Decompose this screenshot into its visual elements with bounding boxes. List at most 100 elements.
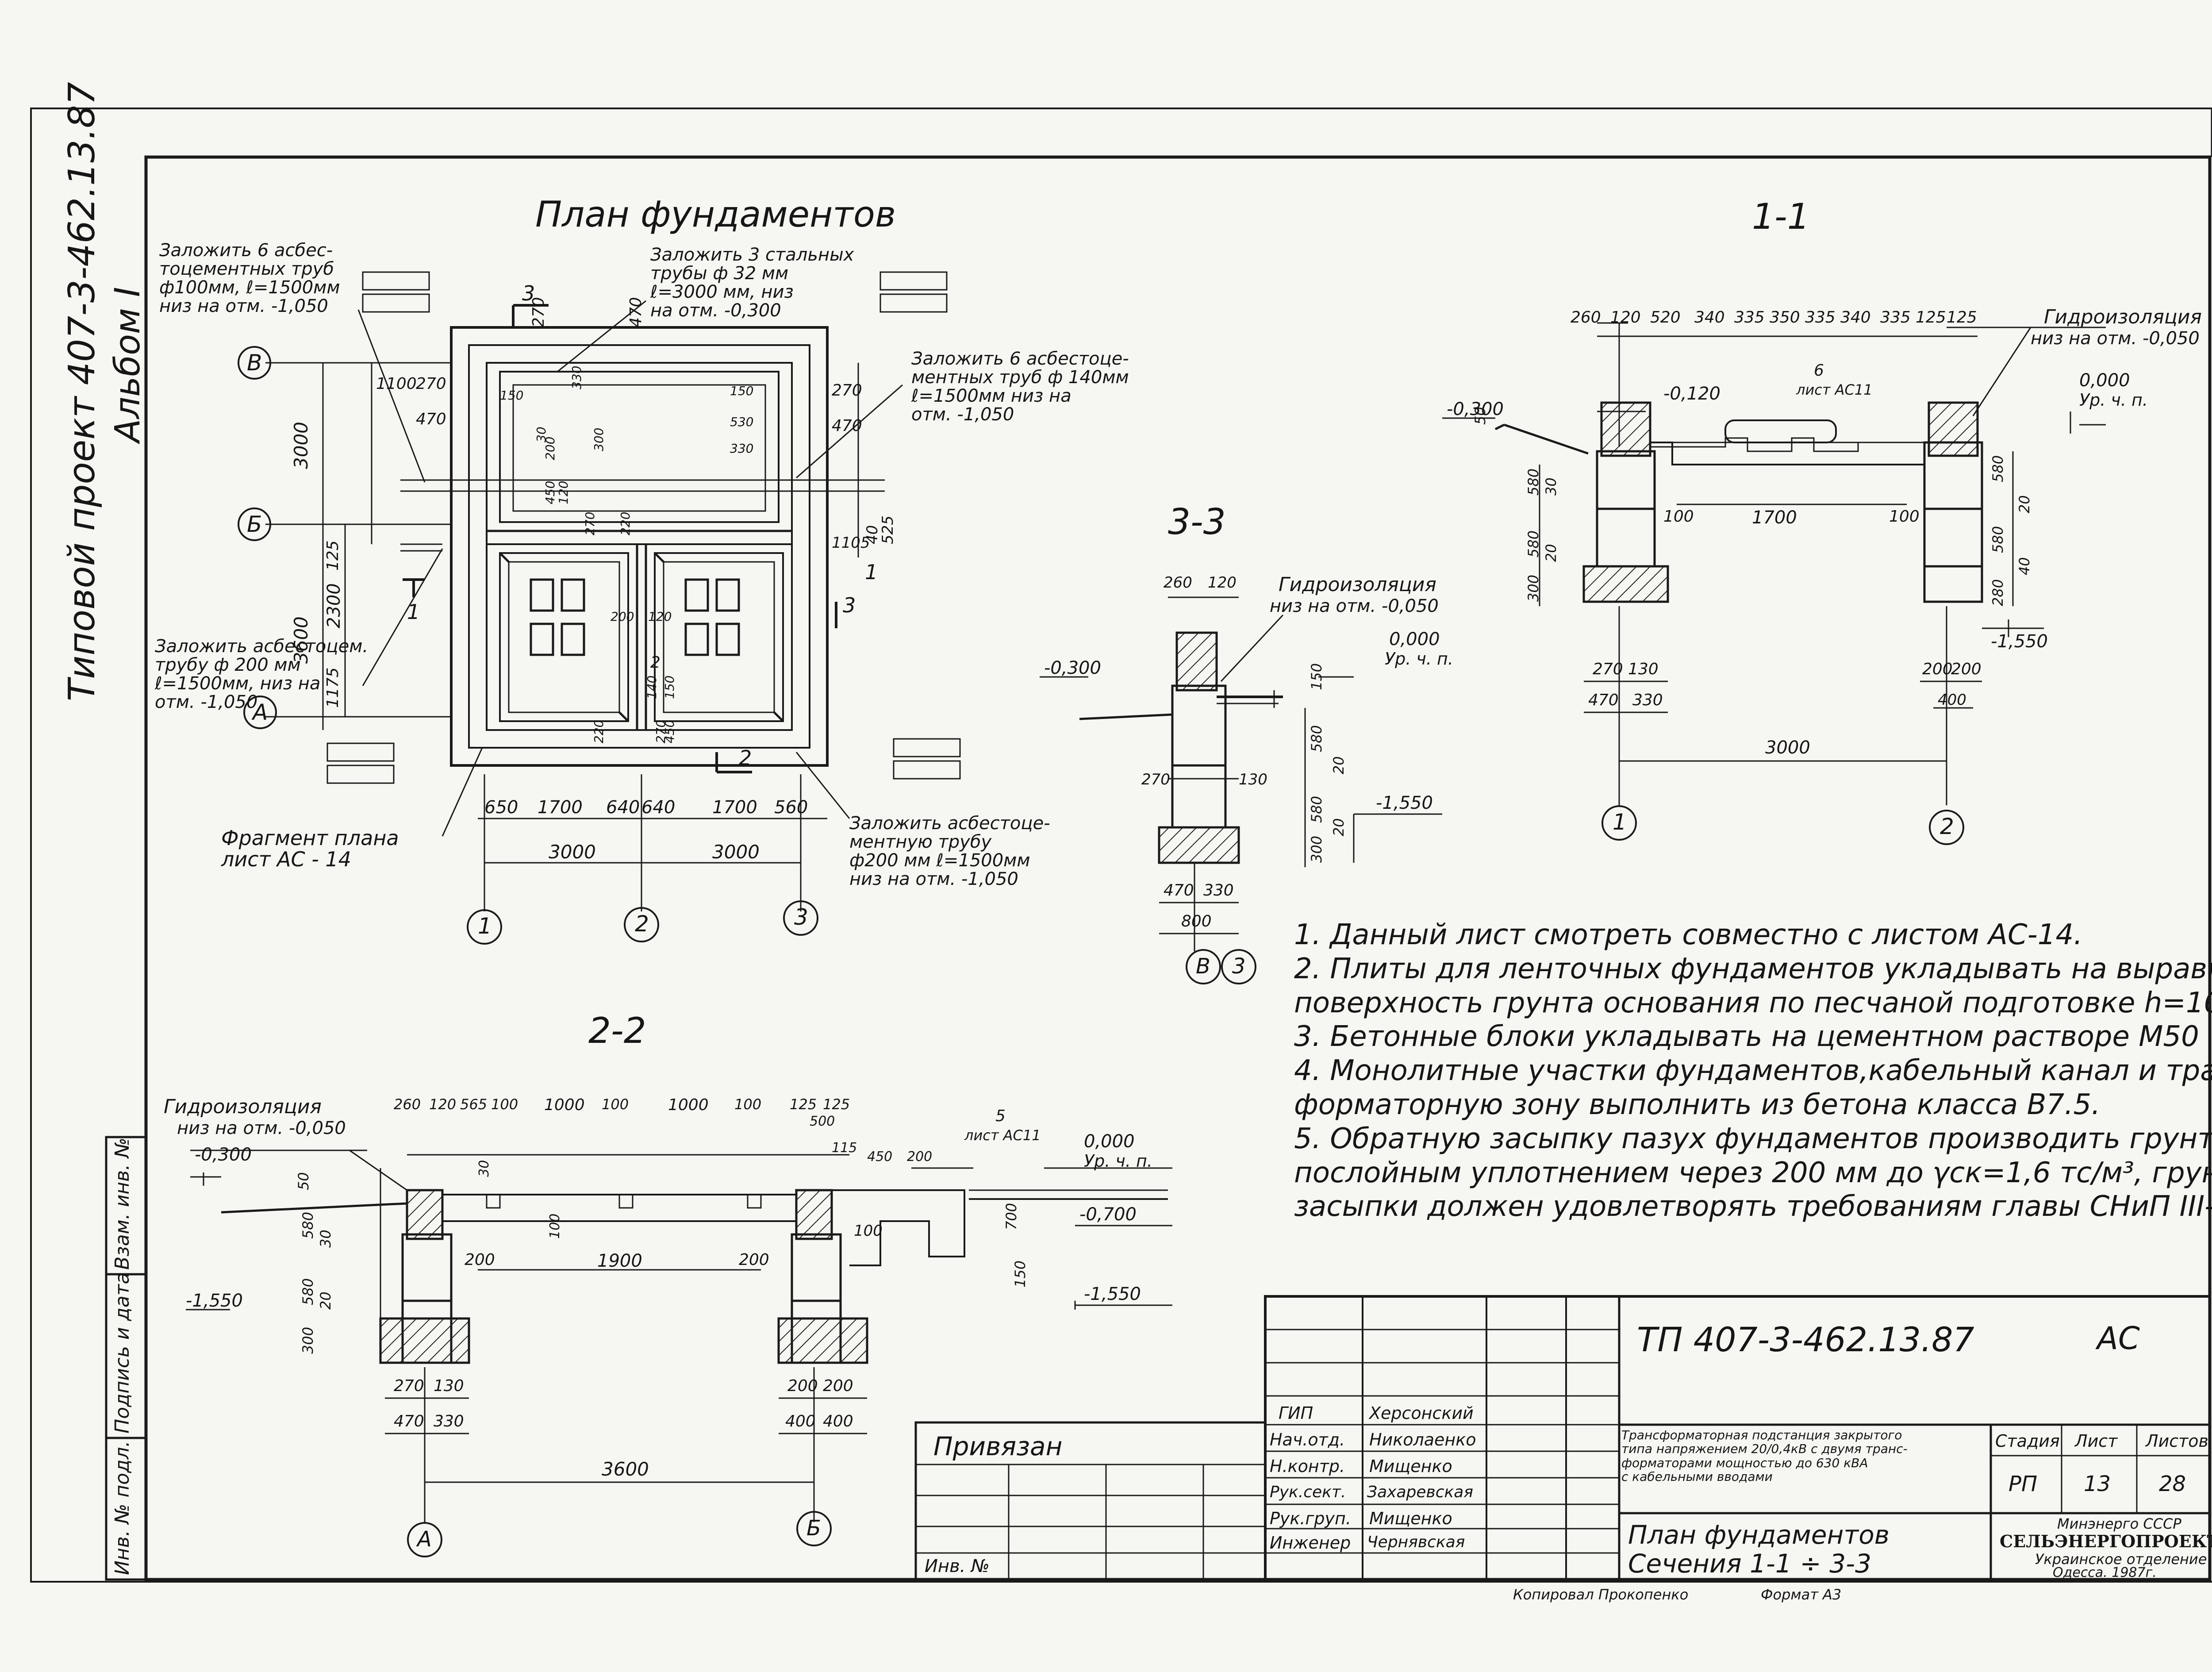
s33-dim-t1: 260 [1164,574,1192,592]
s22-span: 3600 [602,1458,649,1480]
dim-plan-l1: 3000 [290,422,312,469]
s11-dim-t6: 350 [1770,308,1800,327]
s22-hydro-1: Гидроизоляция [164,1095,322,1118]
axis-bubble-3 [783,900,818,936]
note-line-1: 1. Данный лист смотреть совместно с лист… [1294,919,2083,951]
dim-plan-r5: 1105 [832,534,870,552]
stamp-name-2: Николаенко [1369,1430,1476,1449]
stamp-role-3: Н.контр. [1270,1457,1345,1476]
s11-dim-br2: 200 [1951,660,1982,678]
dim-plan-i16: 220 [591,719,606,743]
plan-axis-2: 2 [635,911,649,937]
note-line-7: 5. Обратную засыпку пазух фундаментов пр… [1294,1122,2212,1155]
stamp-privyazan: Привязан [933,1431,1063,1461]
s22-dim-m1: 200 [465,1251,495,1269]
s22-dim-bl4: 330 [434,1412,464,1430]
side-stamp-project: Типовой проект 407-3-462.13.87 [61,82,103,701]
s11-dim-t4: 340 [1694,308,1725,327]
s11-span: 3000 [1765,738,1810,758]
s22-dim-t8: 100 [734,1096,762,1113]
s11-dim-br3: 400 [1938,691,1966,709]
s33-dim-b1: 470 [1164,881,1194,899]
note-asb-right: Заложить 6 асбестоце-ментных труб ф 140м… [911,349,1129,425]
dim-plan-ls2: 270 [416,375,446,393]
dim-plan-i14: 140 [645,675,659,699]
footer-format: Формат А3 [1761,1586,1842,1603]
s22-dim-m2: 1900 [597,1251,642,1271]
s33-dim-m1: 270 [1141,771,1170,788]
dim-plan-i8: 220 [618,511,633,535]
dim-plan-i15: 150 [662,675,677,699]
s22-detail-num: 5 [995,1107,1006,1125]
stamp-role-5: Рук.груп. [1270,1509,1351,1528]
axis-bubble-s11-2 [1929,810,1964,845]
plan-axis-v: В [247,350,262,376]
general-notes: 1. Данный лист смотреть совместно с лист… [1294,918,2212,1224]
s11-dim-rv5: 280 [1989,579,2006,606]
stamp-head-sheet: Лист [2075,1431,2118,1451]
dim-plan-ls3: 470 [416,410,446,428]
s22-hydro-2: низ на отм. -0,050 [177,1118,346,1138]
s22-level-m07: -0,700 [1079,1204,1137,1225]
s22-dim-bl1: 270 [394,1377,424,1395]
axis-bubble-2 [624,907,659,942]
cut-mark-3-top: 3 [522,281,535,305]
s11-dim-br1: 200 [1922,660,1953,678]
title-block-grid [914,1295,2211,1581]
side-stamp-album: Альбом I [108,287,148,442]
s11-dim-m3: 100 [1889,507,1920,526]
dim-plan-i19: 450 [662,719,677,743]
title-section-1-1: 1-1 [1752,196,1810,237]
s22-dim-t10: 125 [823,1096,850,1113]
cut-mark-1-left: 1 [407,600,420,624]
s11-hydro-1: Гидроизоляция [2044,306,2202,328]
section-2-2-drawing [186,1149,1172,1522]
s22-level-m155-l: -1,550 [186,1291,243,1311]
s22-dim-t3: 565 [460,1096,488,1113]
s11-dim-t9: 335 [1880,308,1911,327]
stamp-org-1: Минэнерго СССР [2057,1515,2181,1532]
s11-axis-2: 2 [1940,814,1954,839]
section-3-3-drawing [1040,596,1442,951]
section-1-1-drawing [1442,322,2106,805]
s11-dim-t8: 340 [1840,308,1871,327]
s33-level-m155: -1,550 [1376,793,1433,813]
s22-dim-t4: 100 [491,1096,518,1113]
dim-plan-i6: 120 [556,480,571,504]
stamp-title-2: Сечения 1-1 ÷ 3-3 [1628,1549,1872,1579]
dim-plan-i17: 120 [648,609,672,624]
s33-dim-b3: 800 [1181,912,1212,930]
s33-hydro-2: низ на отм. -0,050 [1270,596,1439,616]
dim-plan-r4: 525 [879,515,897,544]
s22-dim-t1: 260 [394,1096,421,1113]
title-plan: План фундаментов [535,194,896,235]
stamp-org-4: Одесса. 1987г. [2053,1565,2157,1580]
dim-plan-i4: 200 [543,436,557,460]
s11-level-m012: -0,120 [1663,384,1720,404]
dim-plan-total2: 3000 [712,841,760,863]
s22-dim-m3: 200 [739,1251,769,1269]
s33-axis-v: В [1196,954,1210,979]
stamp-role-2: Нач.отд. [1270,1430,1345,1449]
stamp-role-6: Инженер [1270,1533,1351,1553]
s33-dim-b2: 330 [1203,881,1234,899]
s22-level-m03: -0,300 [195,1145,252,1165]
s11-hydro-2: низ на отм. -0,050 [2031,328,2200,349]
cut-mark-3-right: 3 [843,593,856,617]
outer-frame [30,108,2212,1583]
s33-dim-v2: 580 [1308,725,1325,752]
stamp-val-sheet: 13 [2084,1472,2111,1496]
s22-axis-b: Б [806,1516,821,1541]
s11-dim-rv1: 580 [1989,455,2006,482]
s33-level-0-sub: Ур. ч. п. [1385,649,1453,669]
stamp-role-1: ГИП [1279,1403,1313,1423]
dim-plan-b2: 1700 [538,797,583,818]
cut-mark-2-bottom: 2 [739,746,752,770]
s22-dim-vs1: 30 [476,1160,492,1177]
inner-frame [144,155,2212,1581]
left-strip-vzam: Взам. инв. № [111,1138,134,1270]
stamp-org-2: СЕЛЬЭНЕРГОПРОЕКТ [2000,1531,2212,1551]
